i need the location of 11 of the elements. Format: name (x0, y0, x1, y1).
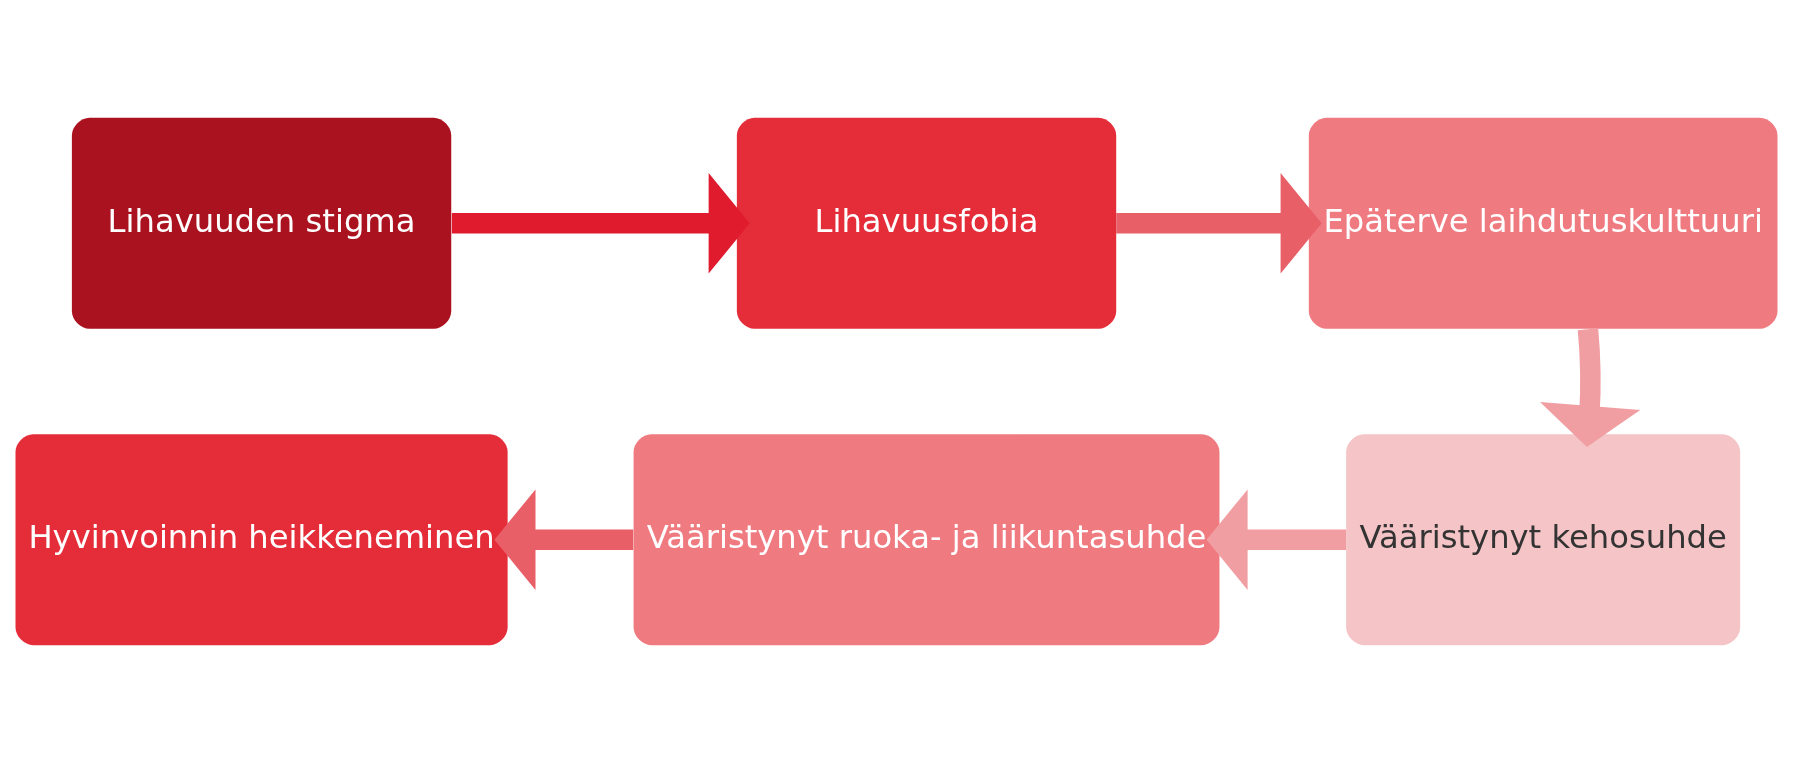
arrow (494, 488, 634, 590)
arrow (1206, 488, 1347, 590)
node-box: Vääristynyt ruoka- ja liikuntasuhde (633, 433, 1220, 645)
node-box: Hyvinvoinnin heikkeneminen (15, 433, 508, 645)
arrow (451, 172, 750, 274)
node-box: Vääristynyt kehosuhde (1346, 433, 1741, 645)
node-box: Lihavuuden stigma (71, 117, 452, 329)
node-box: Epäterve laihdutuskulttuuri (1308, 117, 1778, 329)
arrow (1540, 327, 1641, 447)
node-box: Lihavuusfobia (736, 117, 1117, 329)
arrow (1116, 172, 1322, 274)
